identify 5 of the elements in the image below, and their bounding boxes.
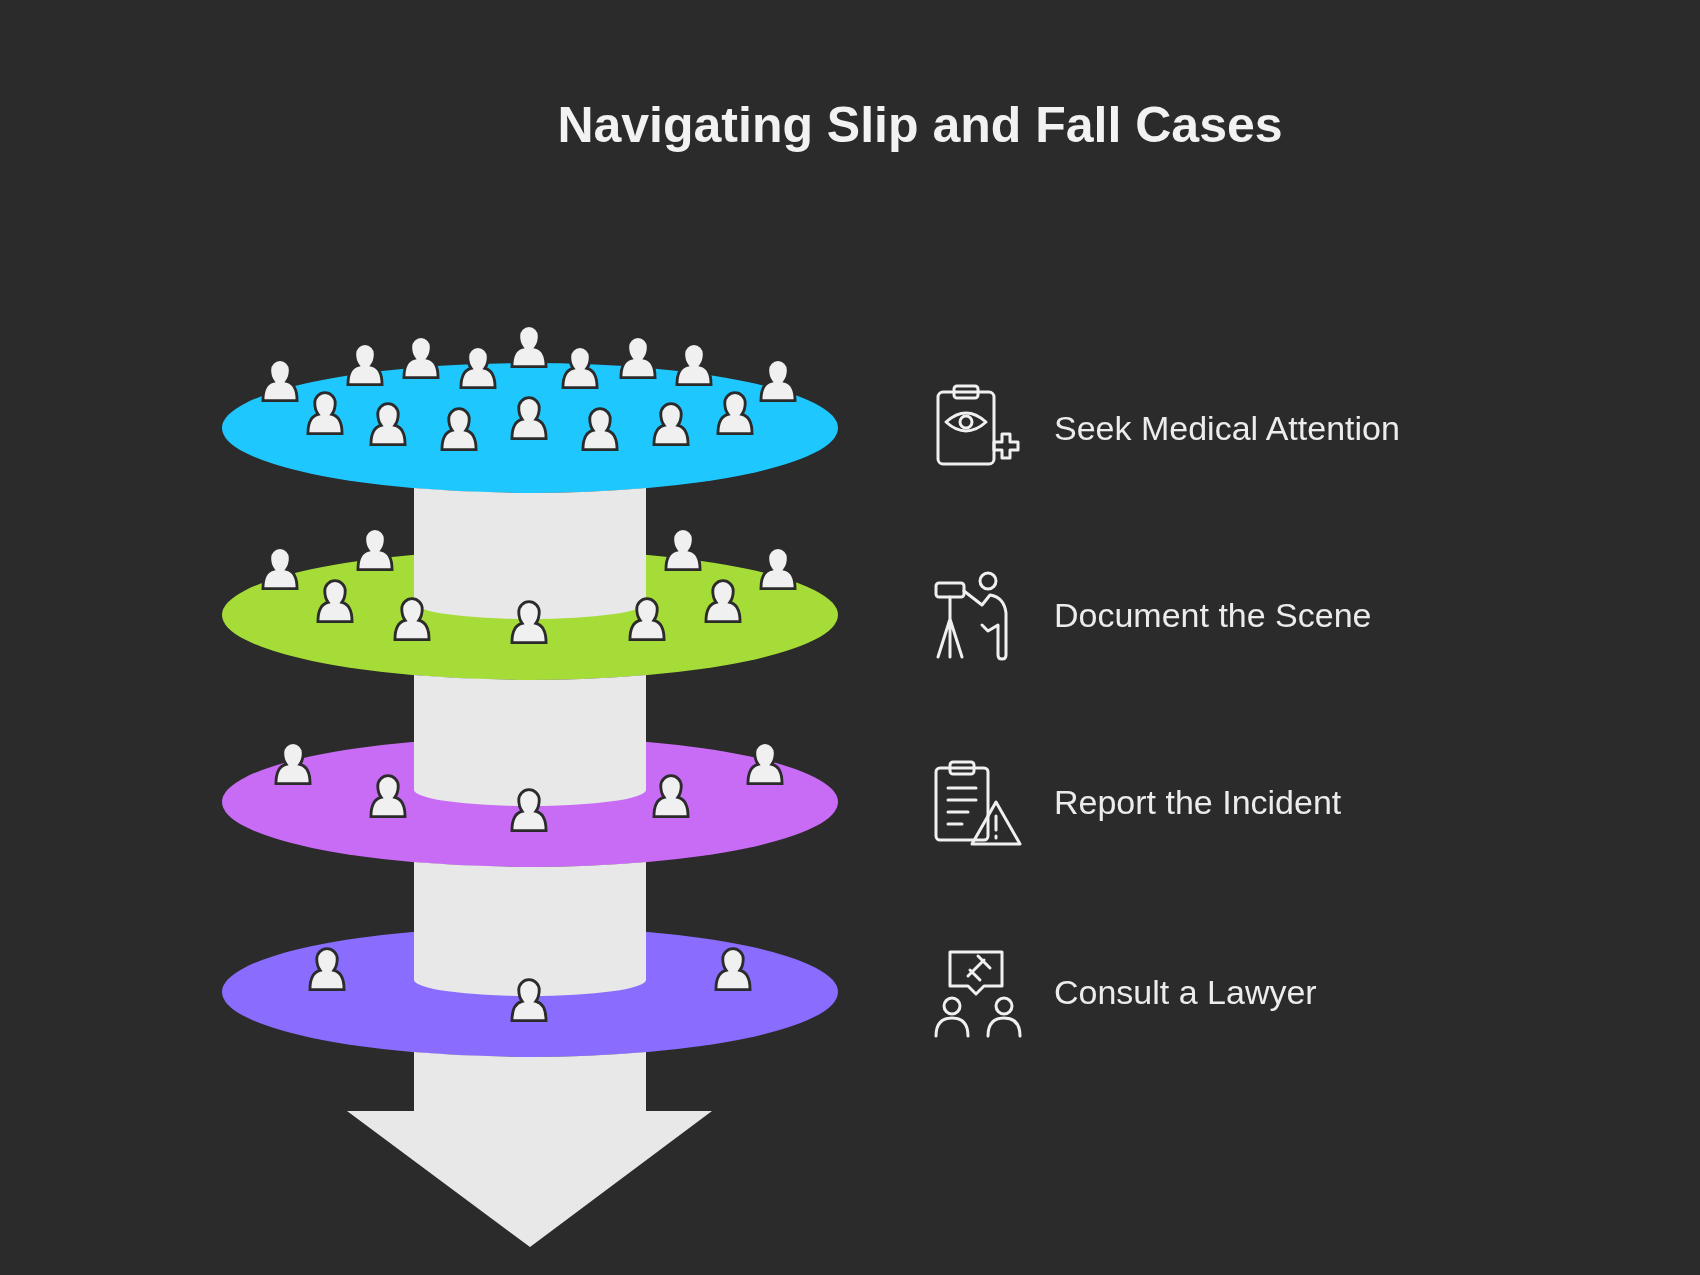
step-label: Consult a Lawyer (1054, 972, 1317, 1012)
step-label: Document the Scene (1054, 595, 1372, 635)
diagram-title: Navigating Slip and Fall Cases (556, 96, 1284, 154)
step-label: Seek Medical Attention (1054, 408, 1400, 448)
step-label: Report the Incident (1054, 782, 1342, 822)
